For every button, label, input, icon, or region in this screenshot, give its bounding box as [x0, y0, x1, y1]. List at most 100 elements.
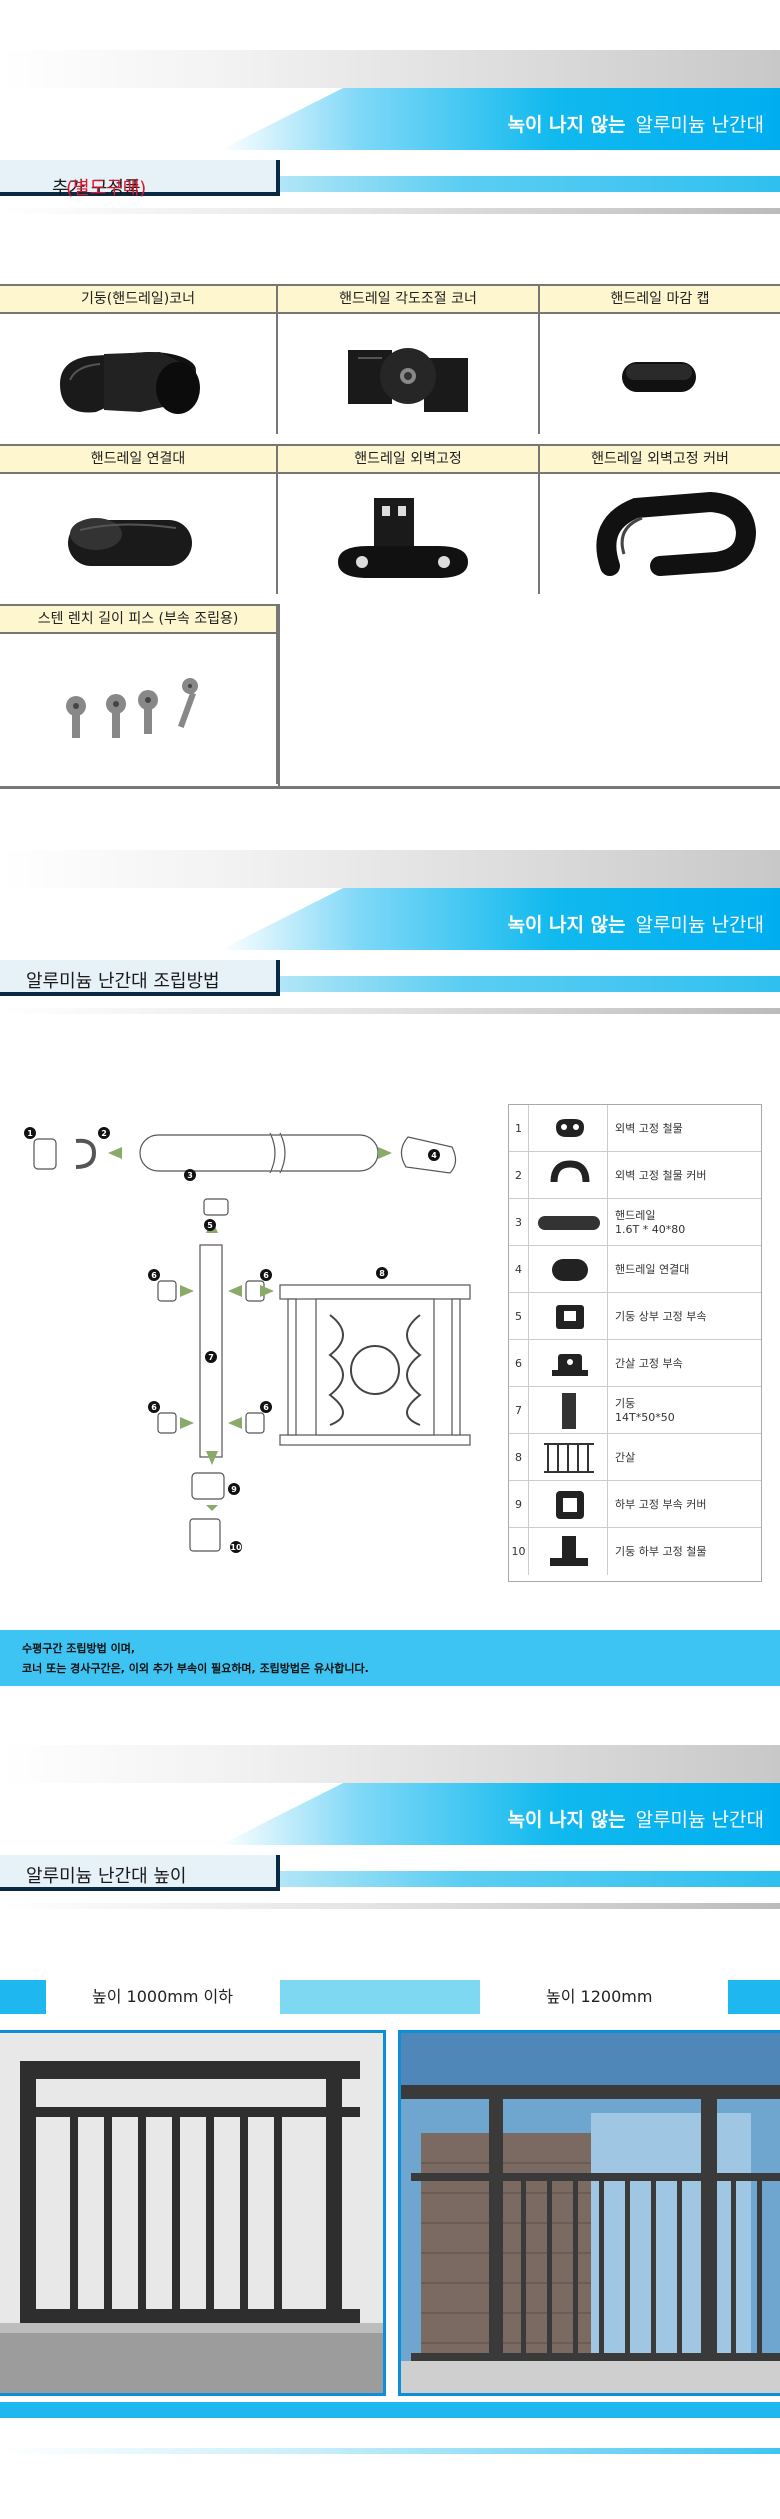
bracket-cover-part — [75, 1138, 97, 1169]
footer-cyan-bar — [0, 2402, 780, 2418]
section-title: 알루미늄 난간대 높이 — [26, 1866, 187, 1887]
grey-gradient-bar — [0, 1745, 780, 1783]
part-cell-2: 핸드레일 각도조절 코너 — [278, 284, 540, 434]
diagram-number: 6 — [263, 1403, 269, 1412]
section-banner-3: 녹이 나지 않는 알루미늄 난간대 알루미늄 난간대 높이 — [0, 1745, 780, 1915]
part-label: 기둥(핸드레일)코너 — [0, 284, 276, 314]
angle-joint-icon — [278, 314, 538, 434]
photo-railing-1000mm — [0, 2030, 386, 2396]
grey-under-line — [0, 1903, 780, 1909]
part-cell-5: 핸드레일 외벽고정 — [278, 444, 540, 594]
slogan-thin: 알루미늄 난간대 — [635, 1809, 764, 1831]
part-cell-6: 핸드레일 외벽고정 커버 — [540, 444, 780, 594]
diagram-number: 10 — [230, 1543, 242, 1552]
legend-text: 기둥 14T*50*50 — [615, 1396, 675, 1424]
legend-text: 핸드레일 연결대 — [615, 1262, 690, 1276]
wall-bracket-part — [33, 1138, 57, 1170]
diagram-number: 9 — [231, 1485, 237, 1494]
part-label: 핸드레일 외벽고정 커버 — [540, 444, 780, 474]
connector-icon — [530, 1246, 608, 1293]
legend-number: 2 — [509, 1152, 529, 1199]
title-strip: 추가 구성품(별도구매) — [0, 160, 780, 199]
legend-row: 8 간살 — [509, 1434, 761, 1481]
section-title-red: (별도구매) — [66, 178, 147, 199]
end-cap-icon — [540, 314, 780, 434]
title-strip: 알루미늄 난간대 높이 — [0, 1855, 780, 1891]
legend-text: 하부 고정 부속 커버 — [615, 1497, 707, 1511]
height-bar-segment — [280, 1980, 480, 2014]
section-title-box: 추가 구성품(별도구매) — [0, 160, 280, 199]
bracket-cover-icon — [530, 1152, 608, 1199]
legend-row: 1 외벽 고정 철물 — [509, 1105, 761, 1152]
grey-gradient-bar — [0, 850, 780, 888]
legend-text: 간살 고정 부속 — [615, 1356, 683, 1370]
part-cell-3: 핸드레일 마감 캡 — [540, 284, 780, 434]
legend-row: 2 외벽 고정 철물 커버 — [509, 1152, 761, 1199]
assembly-diagram: 1 2 3 4 5 6 6 7 8 6 6 9 10 — [24, 1127, 471, 1553]
title-cyan-bar — [250, 1871, 780, 1887]
section-title-box: 알루미늄 난간대 조립방법 — [0, 960, 280, 996]
diagram-number: 1 — [27, 1129, 33, 1138]
handrail-icon — [530, 1199, 608, 1246]
connector-icon — [0, 474, 276, 594]
screws-icon — [0, 634, 276, 784]
title-strip: 알루미늄 난간대 조립방법 — [0, 960, 780, 996]
diagram-number: 8 — [379, 1269, 385, 1278]
baluster-icon — [530, 1434, 608, 1481]
slogan-thin: 알루미늄 난간대 — [635, 114, 764, 136]
part-cell-7: 스텐 렌치 길이 피스 (부속 조립용) — [0, 604, 278, 784]
legend-number: 10 — [509, 1528, 529, 1575]
section-title: 알루미늄 난간대 조립방법 — [26, 971, 220, 992]
wall-bracket-icon — [278, 474, 538, 594]
slogan-thin: 알루미늄 난간대 — [635, 914, 764, 936]
legend-number: 4 — [509, 1246, 529, 1293]
legend-row: 10 기둥 하부 고정 철물 — [509, 1528, 761, 1575]
grid-divider — [278, 604, 280, 788]
legend-row: 7 기둥 14T*50*50 — [509, 1387, 761, 1434]
top-fitting-part — [203, 1198, 229, 1216]
grey-under-line — [0, 1008, 780, 1014]
elbow-corner-icon — [0, 314, 276, 434]
part-cell-1: 기둥(핸드레일)코너 — [0, 284, 278, 434]
slogan-bold: 녹이 나지 않는 — [507, 1809, 626, 1831]
bottom-cover-icon — [530, 1481, 608, 1528]
legend-row: 6 간살 고정 부속 — [509, 1340, 761, 1387]
legend-number: 3 — [509, 1199, 529, 1246]
note-line-1: 수평구간 조립방법 이며, — [22, 1642, 136, 1655]
base-bracket-icon — [530, 1528, 608, 1575]
wall-bracket-icon — [530, 1105, 608, 1152]
part-label: 핸드레일 연결대 — [0, 444, 276, 474]
bottom-cover-part — [191, 1472, 225, 1500]
diagram-number: 6 — [263, 1271, 269, 1280]
section-title-box: 알루미늄 난간대 높이 — [0, 1855, 280, 1891]
legend-number: 5 — [509, 1293, 529, 1340]
diagram-number: 6 — [151, 1271, 157, 1280]
legend-row: 4 핸드레일 연결대 — [509, 1246, 761, 1293]
height-bar-segment — [0, 1980, 46, 2014]
baluster-fitting-icon — [530, 1340, 608, 1387]
top-fitting-icon — [530, 1293, 608, 1340]
grey-under-line — [0, 208, 780, 214]
legend-row: 9 하부 고정 부속 커버 — [509, 1481, 761, 1528]
height-labels-row: 높이 1000mm 이하 높이 1200mm — [0, 1980, 780, 2014]
parts-legend-table: 1 외벽 고정 철물 2 외벽 고정 철물 커버 3 핸드레일 1.6T * 4… — [508, 1104, 762, 1582]
grey-gradient-bar — [0, 50, 780, 88]
diagram-number: 5 — [207, 1221, 213, 1230]
legend-text: 핸드레일 1.6T * 40*80 — [615, 1208, 686, 1236]
section-title-text: 추가 구성품 — [52, 178, 141, 199]
post-icon — [530, 1387, 608, 1434]
part-cell-4: 핸드레일 연결대 — [0, 444, 278, 594]
title-cyan-bar — [250, 176, 780, 192]
part-label: 스텐 렌치 길이 피스 (부속 조립용) — [0, 604, 276, 634]
title-cyan-bar — [250, 976, 780, 992]
base-bracket-part — [189, 1518, 221, 1552]
height-bar-segment — [728, 1980, 780, 2014]
height-label-right: 높이 1200mm — [546, 1987, 653, 2006]
legend-text: 기둥 상부 고정 부속 — [615, 1309, 707, 1323]
part-label: 핸드레일 각도조절 코너 — [278, 284, 538, 314]
legend-row: 5 기둥 상부 고정 부속 — [509, 1293, 761, 1340]
